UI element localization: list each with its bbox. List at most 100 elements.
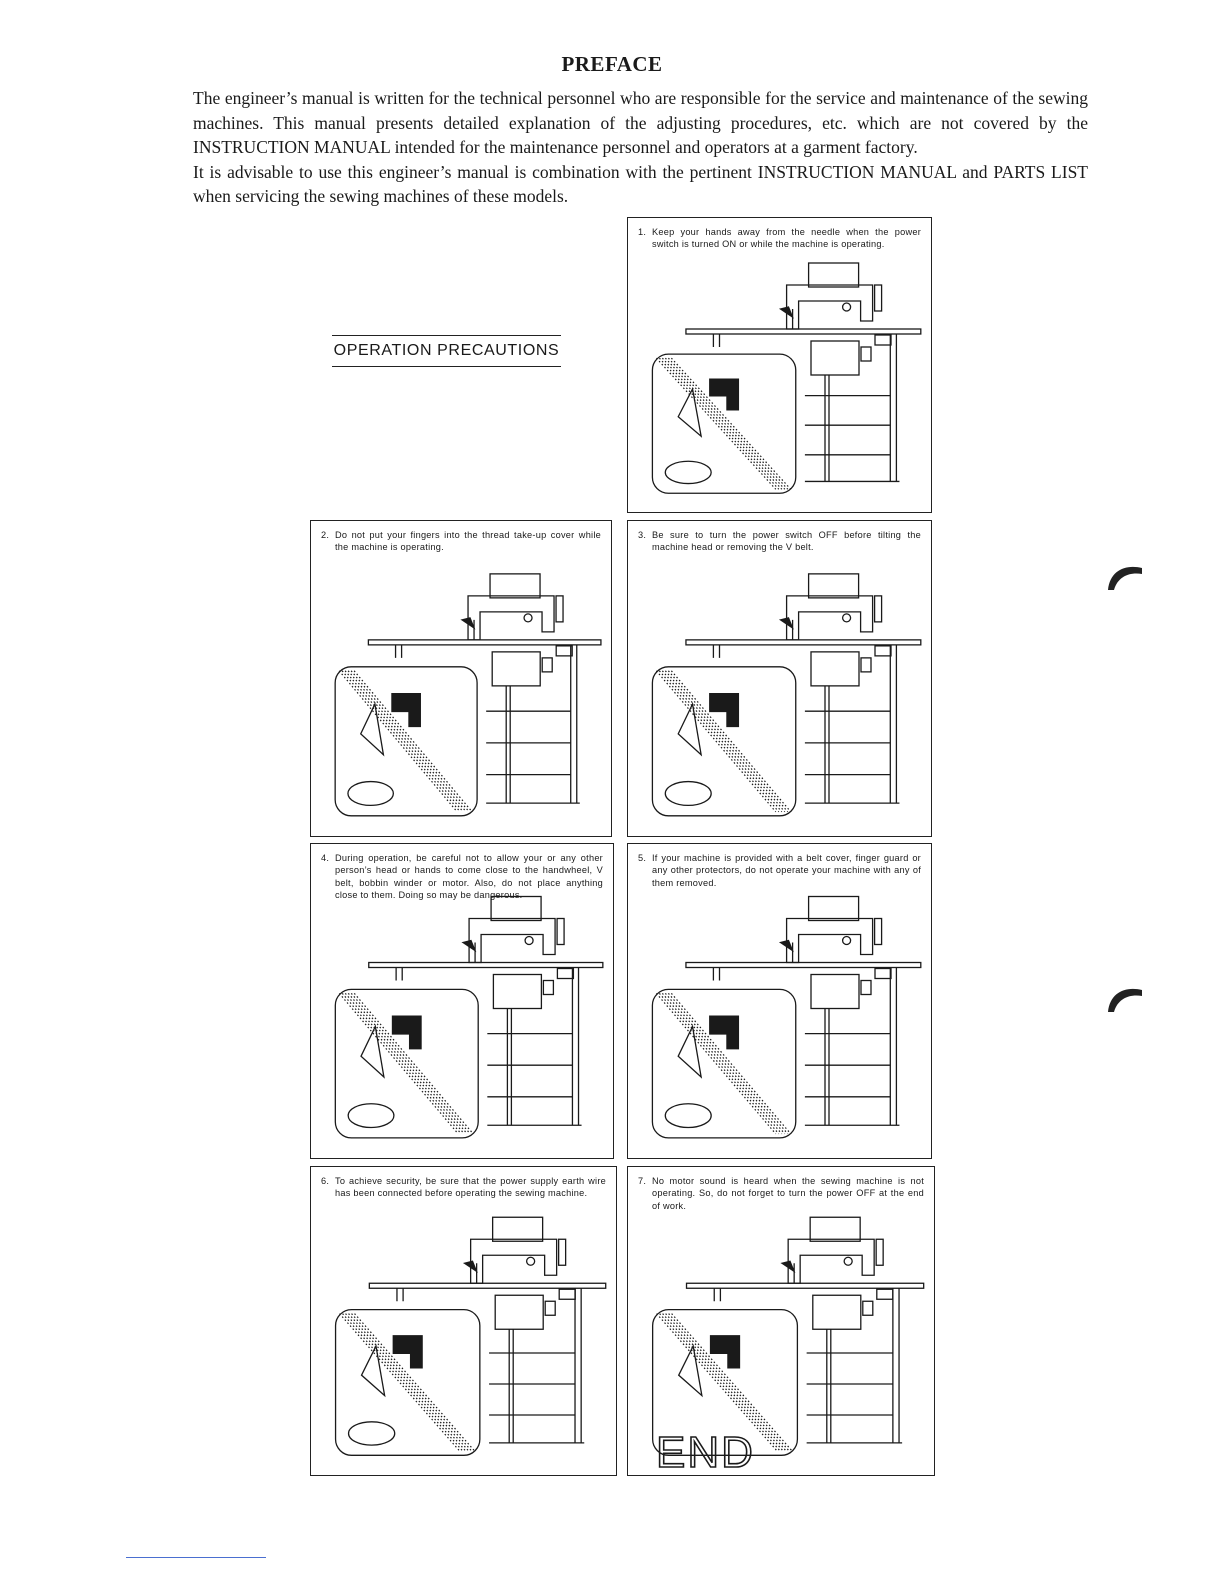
- prohibited-band-line: [661, 992, 783, 1135]
- precaution-number: 5.: [638, 853, 647, 863]
- pictogram-hand-shape: [360, 1024, 385, 1079]
- precaution-message: Keep your hands away from the needle whe…: [652, 227, 921, 250]
- precaution-panel-6: 6. To achieve security, be sure that the…: [310, 1166, 617, 1476]
- sewing-machine-illustration: [334, 895, 604, 1139]
- prohibited-band-line: [347, 670, 467, 813]
- machine-handwheel-dot: [843, 1256, 853, 1266]
- machine-handwheel-dot: [841, 302, 852, 312]
- precaution-panel-3: 3. Be sure to turn the power switch OFF …: [627, 520, 932, 837]
- power-switch: [874, 334, 892, 346]
- prohibited-band-line: [658, 357, 780, 490]
- prohibited-band-line: [667, 670, 789, 813]
- pictogram-hazard-shape: [391, 1015, 422, 1050]
- motor-pulley: [862, 1300, 874, 1316]
- handwheel: [875, 1238, 884, 1266]
- pictogram-hazard-shape: [709, 1015, 740, 1050]
- precaution-text-1: 1. Keep your hands away from the needle …: [638, 226, 921, 251]
- sewing-machine-illustration: [334, 1216, 607, 1456]
- precaution-panel-2: 2. Do not put your fingers into the thre…: [310, 520, 612, 837]
- preface-paragraph-2: It is advisable to use this engineer’s m…: [193, 161, 1088, 207]
- machine-handwheel-dot: [841, 613, 852, 623]
- precaution-panel-4: 4. During operation, be careful not to a…: [310, 843, 614, 1159]
- thread-stand: [490, 895, 542, 922]
- motor-pulley: [542, 979, 555, 996]
- thread-stand: [491, 1216, 544, 1242]
- prohibited-band-line: [338, 670, 458, 813]
- precaution-message: No motor sound is heard when the sewing …: [652, 1176, 924, 1211]
- warning-arrow: [778, 939, 794, 953]
- pictogram-hand-shape: [360, 1343, 386, 1398]
- precaution-message: If your machine is provided with a belt …: [652, 853, 921, 888]
- machine-drawing: [651, 1216, 925, 1456]
- prohibited-band-line: [667, 357, 789, 490]
- power-switch: [556, 967, 575, 980]
- precaution-text-7: 7. No motor sound is heard when the sewi…: [638, 1175, 924, 1212]
- pictogram-detail: [347, 780, 395, 807]
- prohibited-band-line: [348, 1313, 470, 1452]
- table-top: [367, 639, 602, 646]
- pictogram-hand-shape: [677, 1343, 703, 1398]
- prohibited-band-line: [664, 670, 786, 813]
- motor: [492, 973, 543, 1010]
- prohibited-band-line: [353, 992, 474, 1135]
- prohibited-band-line: [664, 992, 786, 1135]
- prohibited-band-line: [671, 1313, 793, 1452]
- handwheel: [873, 595, 883, 623]
- pictogram-hand-shape: [677, 701, 703, 757]
- precaution-message: Do not put your fingers into the thread …: [335, 530, 601, 553]
- handwheel: [873, 917, 883, 946]
- precaution-number: 4.: [321, 853, 330, 863]
- pictogram-frame: [334, 666, 478, 817]
- prohibited-band-line: [344, 670, 464, 813]
- precaution-number: 6.: [321, 1176, 330, 1186]
- precaution-number: 2.: [321, 530, 330, 540]
- machine-handwheel-dot: [525, 1256, 536, 1266]
- prohibited-band-line: [351, 1313, 473, 1452]
- prohibited-band: [338, 992, 474, 1135]
- prohibited-band-line: [664, 357, 786, 490]
- table-top: [368, 1282, 607, 1289]
- prohibited-band-line: [661, 357, 783, 490]
- prohibited-band-line: [656, 1313, 778, 1452]
- prohibited-band-line: [665, 1313, 787, 1452]
- prohibited-band-line: [344, 992, 465, 1135]
- precaution-message: To achieve security, be sure that the po…: [335, 1176, 606, 1199]
- machine-drawing: [334, 1216, 607, 1456]
- machine-drawing: [334, 573, 602, 817]
- prohibited-band-line: [658, 670, 780, 813]
- handwheel: [873, 284, 883, 312]
- motor: [810, 340, 860, 376]
- warning-arrow: [461, 939, 477, 953]
- prohibited-band-line: [661, 670, 783, 813]
- prohibited-band-line: [667, 992, 789, 1135]
- machine-handwheel-dot: [841, 935, 852, 946]
- motor-pulley: [860, 346, 872, 362]
- handwheel: [557, 1238, 567, 1266]
- power-switch: [874, 645, 892, 657]
- prohibited-band-line: [350, 992, 471, 1135]
- warning-arrow: [462, 1260, 478, 1273]
- prohibited-band-line: [662, 1313, 784, 1452]
- preface-title: PREFACE: [561, 52, 663, 76]
- pictogram-hazard-shape: [709, 692, 740, 728]
- warning-arrow: [778, 617, 794, 630]
- precaution-number: 3.: [638, 530, 647, 540]
- prohibited-band: [656, 1313, 793, 1452]
- pictogram-frame: [334, 988, 479, 1139]
- prohibited-band: [655, 670, 792, 813]
- power-switch: [874, 967, 892, 980]
- pictogram-frame: [651, 988, 797, 1139]
- prohibited-band-line: [670, 670, 792, 813]
- machine-drawing: [651, 573, 922, 817]
- sewing-machine-illustration: [651, 895, 922, 1139]
- pictogram-hazard-shape: [391, 692, 421, 728]
- pictogram-hand-shape: [677, 1024, 703, 1079]
- pictogram-frame: [651, 666, 797, 817]
- pictogram-hazard-shape: [709, 1335, 741, 1369]
- pictogram-detail: [664, 460, 712, 485]
- machine-drawing: [651, 262, 922, 494]
- machine-arm: [785, 284, 874, 330]
- operation-precautions-heading: OPERATION PRECAUTIONS: [332, 335, 561, 367]
- pictogram-frame: [651, 353, 797, 494]
